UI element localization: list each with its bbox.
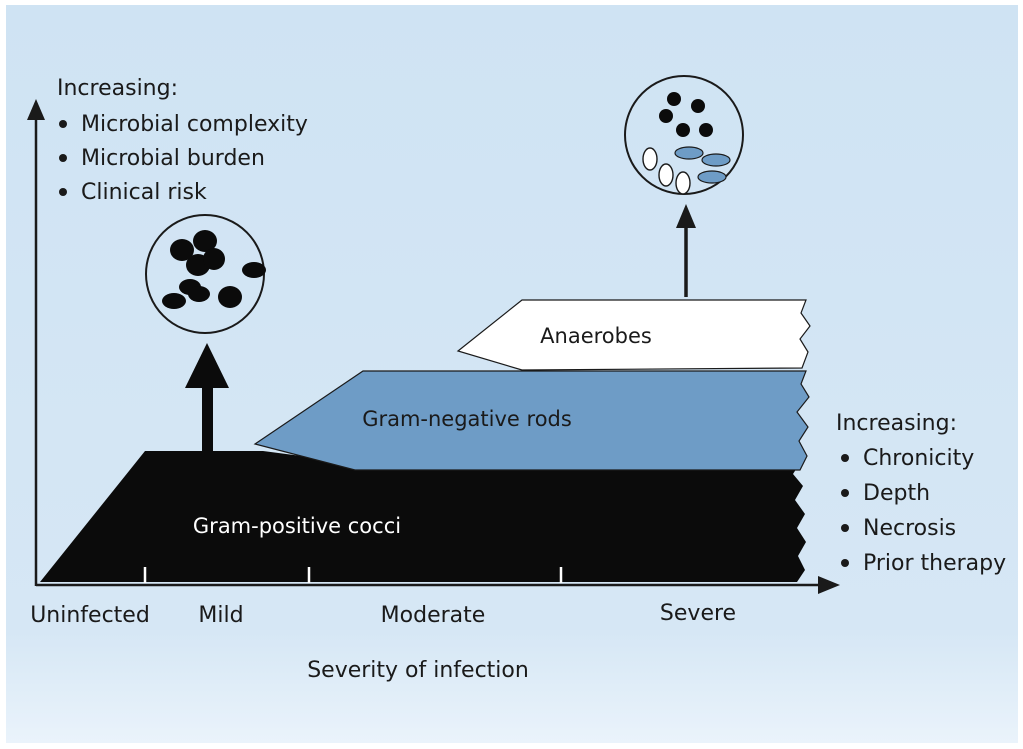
- anaerobes-band: [456, 299, 811, 371]
- y-axis-note: Increasing: Microbial complexity Microbi…: [57, 76, 308, 205]
- gram-negative-band: [253, 370, 810, 471]
- bullet-icon: [841, 489, 849, 497]
- right-note-item: Depth: [863, 481, 930, 506]
- right-note-item: Chronicity: [863, 446, 974, 471]
- bullet-icon: [59, 120, 67, 128]
- x-label-severe: Severe: [660, 601, 736, 626]
- y-note-heading: Increasing:: [57, 76, 178, 101]
- bullet-icon: [841, 454, 849, 462]
- mild-up-arrow-icon: [185, 343, 229, 452]
- x-axis-ticks: [143, 567, 563, 583]
- cocci-microbe-circle-icon: [145, 214, 266, 334]
- x-label-uninfected: Uninfected: [30, 603, 150, 628]
- right-note-heading: Increasing:: [836, 411, 957, 436]
- y-note-item: Microbial burden: [81, 146, 265, 171]
- x-axis: [36, 576, 840, 594]
- y-axis-arrow-icon: [27, 99, 45, 120]
- gram-positive-label: Gram-positive cocci: [193, 514, 401, 538]
- right-note: Increasing: Chronicity Depth Necrosis Pr…: [836, 411, 1006, 576]
- mixed-microbe-circle-icon: [624, 75, 744, 195]
- y-note-item: Microbial complexity: [81, 112, 308, 137]
- bullet-icon: [841, 524, 849, 532]
- bullet-icon: [59, 188, 67, 196]
- bullet-icon: [841, 559, 849, 567]
- y-axis: [27, 99, 45, 586]
- severe-up-arrow-icon: [676, 204, 696, 297]
- gram-positive-band: [40, 451, 806, 582]
- right-note-item: Necrosis: [863, 516, 956, 541]
- x-label-moderate: Moderate: [381, 603, 486, 628]
- right-note-item: Prior therapy: [863, 551, 1006, 576]
- x-label-mild: Mild: [198, 603, 243, 628]
- bullet-icon: [59, 154, 67, 162]
- x-axis-title: Severity of infection: [307, 658, 529, 683]
- anaerobes-label: Anaerobes: [540, 324, 652, 348]
- gram-negative-label: Gram-negative rods: [362, 407, 572, 431]
- y-note-item: Clinical risk: [81, 180, 207, 205]
- x-axis-arrow-icon: [818, 576, 840, 594]
